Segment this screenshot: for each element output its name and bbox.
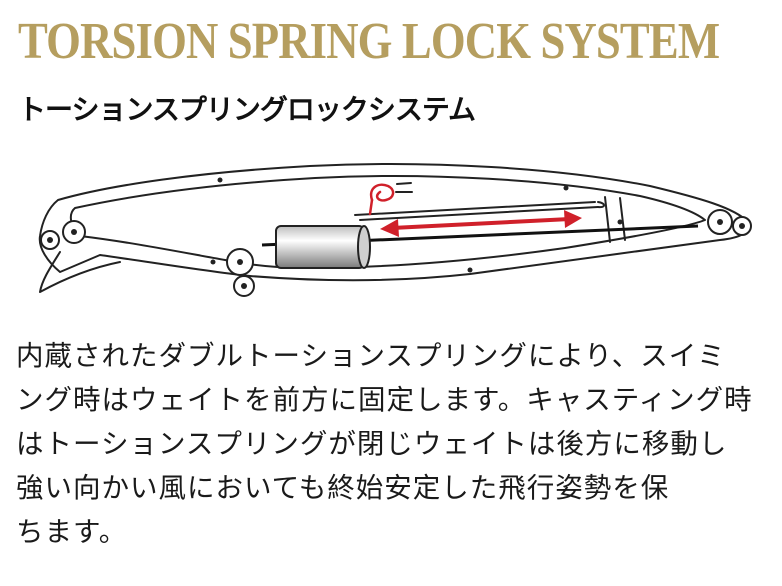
tail-connector [619,197,626,241]
title-english: TORSION SPRING LOCK SYSTEM [18,13,720,70]
lure-lip [39,251,121,293]
weight-cylinder [275,225,365,269]
lure-diagram [38,163,752,297]
description-line: 強い向かい風においても終始安定した飛行姿勢を保 [16,472,670,504]
spring-wire [354,201,596,216]
torsion-spring-icon [369,183,395,202]
description: 内蔵されたダブルトーションスプリングにより、スイミ ング時はウェイトを前方に固定… [16,334,776,554]
description-line: ちます。 [16,516,128,548]
description-line: ング時はウェイトを前方に固定します。キャスティング時 [16,384,753,416]
description-line: 内蔵されたダブルトーションスプリングにより、スイミ [16,340,726,372]
lure-body-outline [38,163,750,282]
description-line: はトーションスプリングが閉じウェイトは後方に移動し [16,428,728,460]
movement-arrow [391,217,571,230]
title-japanese: トーションスプリングロックシステム [18,93,476,126]
